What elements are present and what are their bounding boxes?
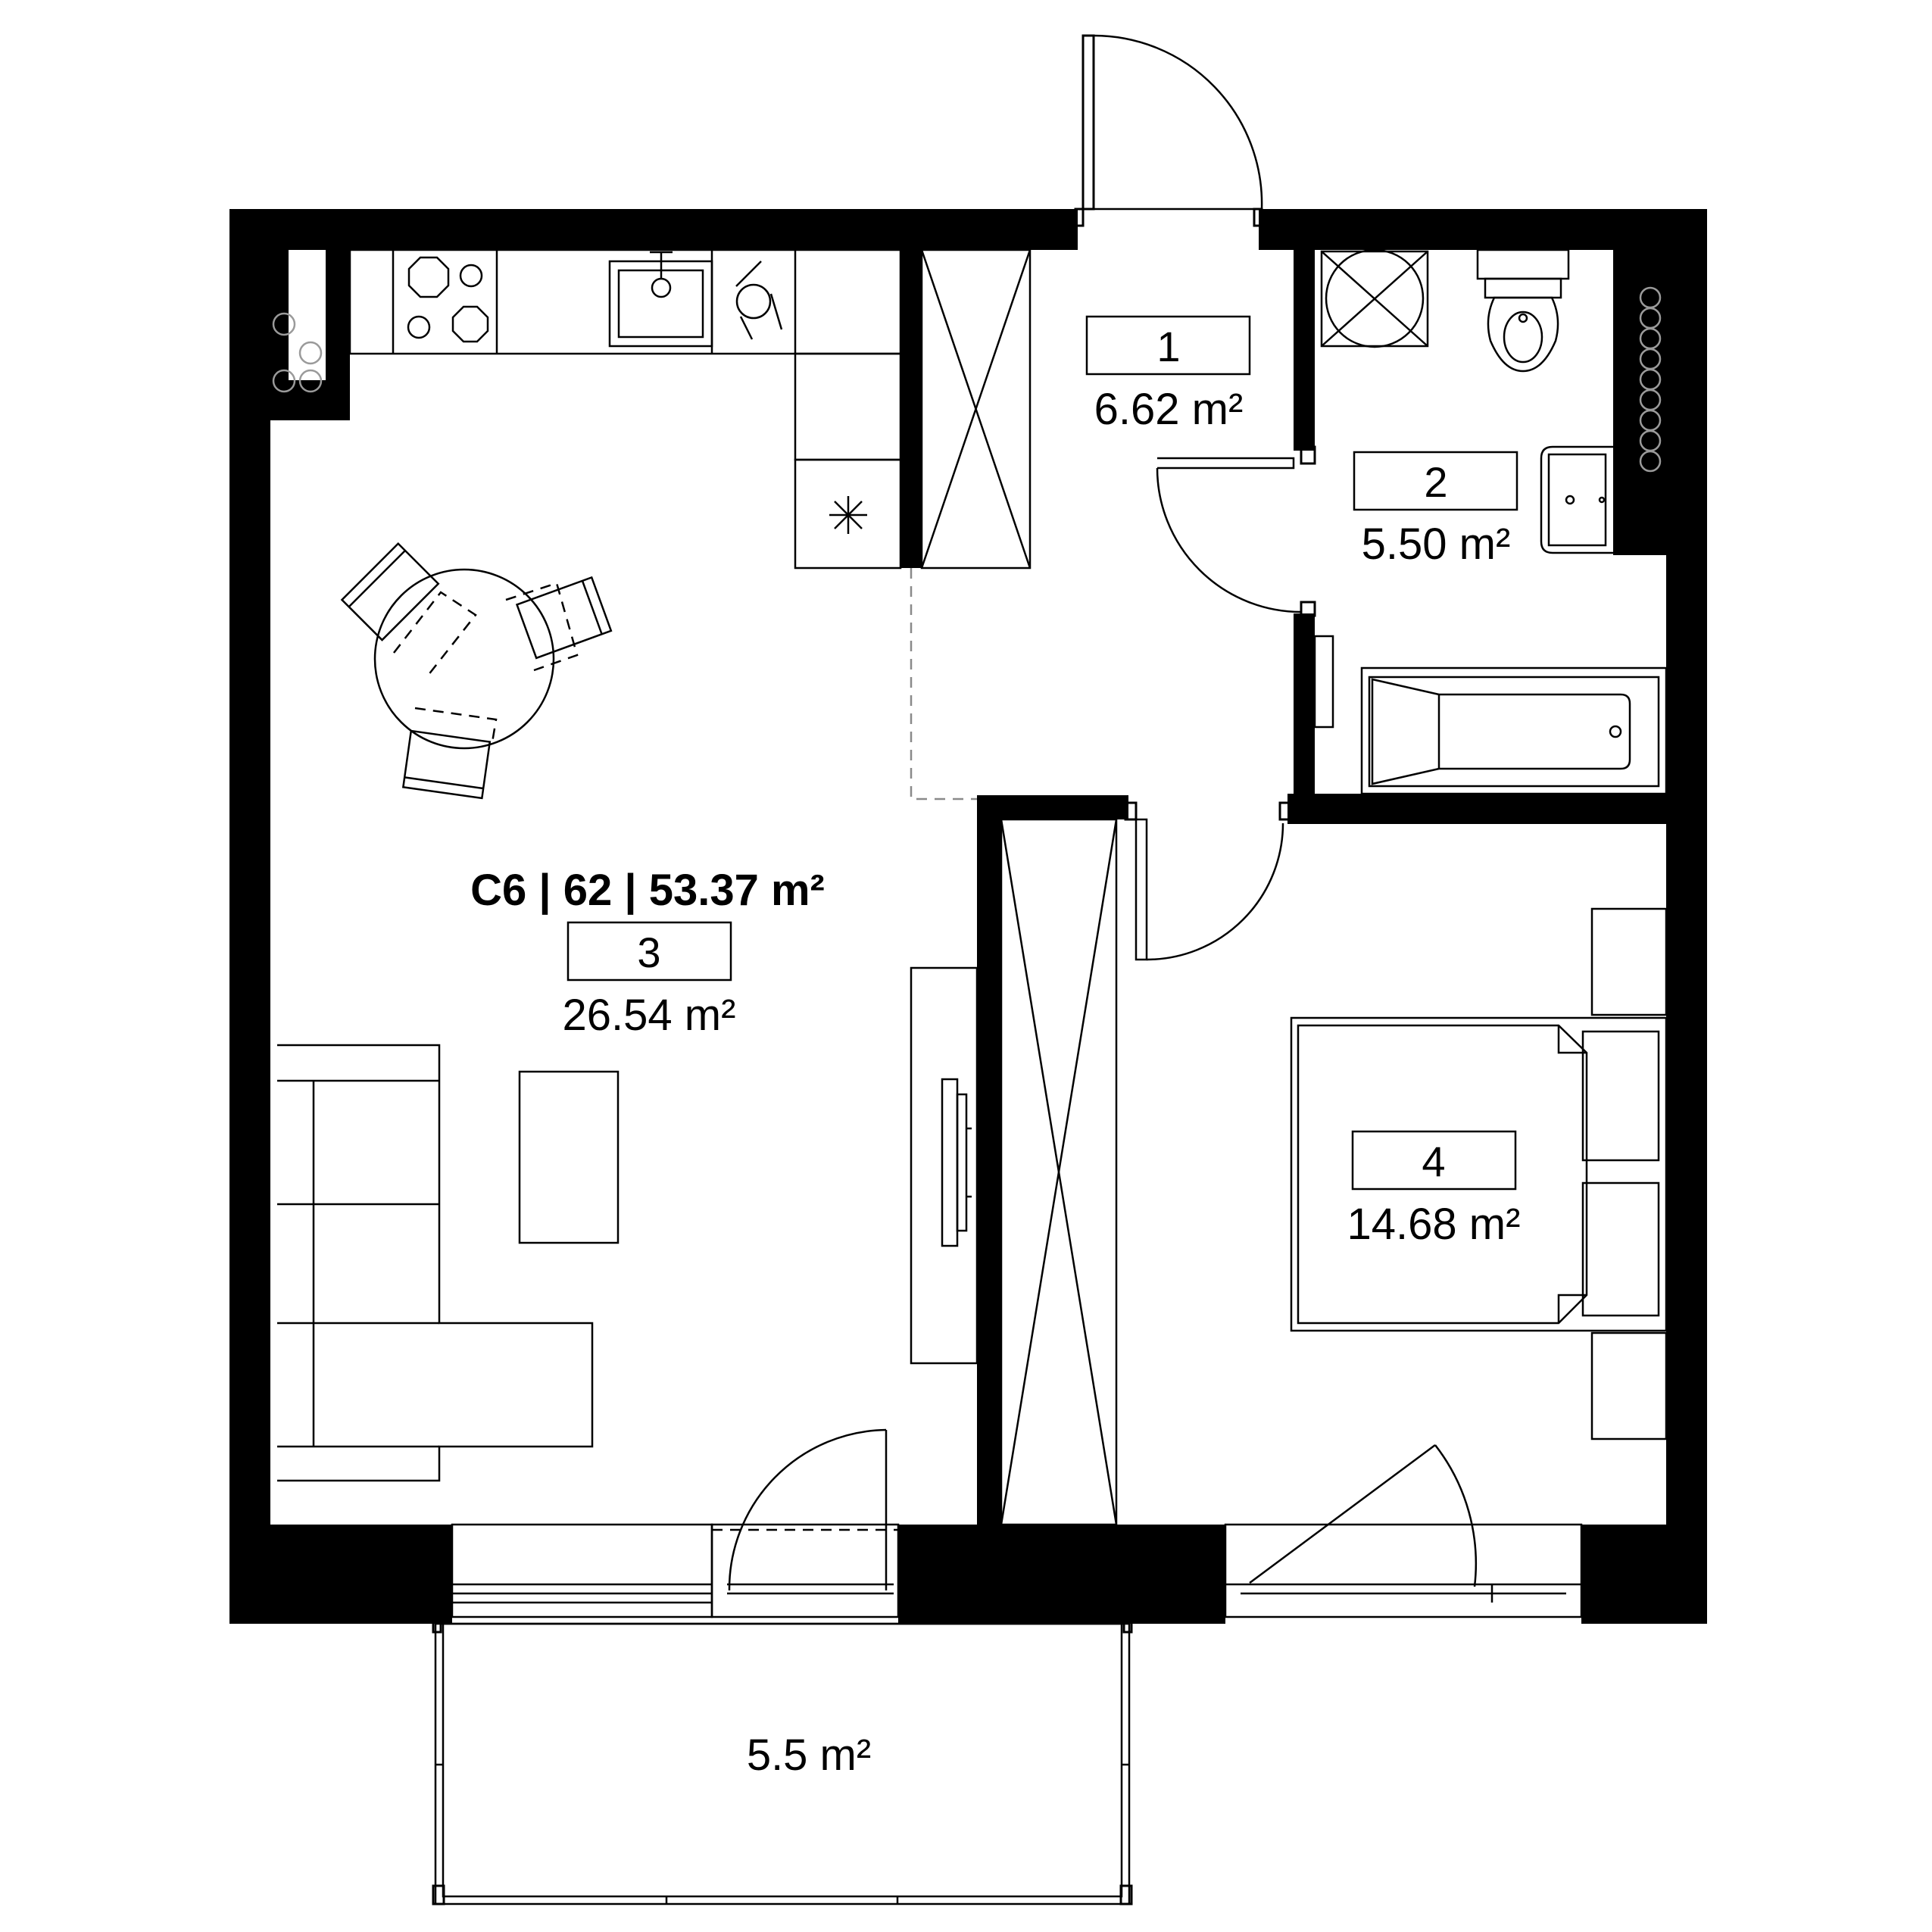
wardrobe-kitchen — [920, 248, 1032, 570]
sink-icon — [608, 251, 713, 348]
bedroom-door[interactable] — [1124, 801, 1292, 961]
room-number: 1 — [1156, 323, 1180, 370]
shelf-icon — [272, 312, 323, 393]
apartment-summary: C6 | 62 | 53.37 m² — [470, 866, 825, 915]
bathroom — [1313, 248, 1668, 795]
room-area: 26.54 m² — [563, 991, 736, 1040]
toilet-icon — [1476, 248, 1570, 373]
room-number: 3 — [637, 929, 660, 976]
interior-walls — [270, 250, 1707, 1530]
room-area: 5.50 m² — [1362, 520, 1511, 569]
bathroom-door[interactable] — [1156, 445, 1316, 617]
room-label-1: 1 6.62 m² — [1085, 315, 1251, 434]
window-living — [451, 1523, 713, 1618]
fridge-icon — [829, 496, 867, 534]
room-area: 14.68 m² — [1347, 1200, 1521, 1249]
dishwasher-icon — [735, 261, 783, 340]
room-label-4: 4 14.68 m² — [1347, 1130, 1521, 1249]
coffee-table — [518, 1070, 620, 1244]
exterior-walls — [229, 209, 1707, 1624]
balcony — [432, 1614, 1133, 1905]
washer-icon — [1320, 248, 1429, 348]
towel-rail — [1313, 635, 1334, 729]
stove-icon — [407, 256, 489, 343]
entrance-door[interactable] — [1074, 34, 1263, 227]
balcony-area: 5.5 m² — [747, 1731, 871, 1780]
room-label-3: C6 | 62 | 53.37 m² 3 26.54 m² — [470, 866, 825, 1040]
washbasin-icon — [1540, 445, 1613, 554]
bathtub-icon — [1360, 666, 1668, 795]
hidden-line — [910, 568, 977, 801]
wardrobe-hall — [1000, 818, 1118, 1526]
bedroom — [1290, 907, 1668, 1440]
bed — [1290, 1016, 1668, 1332]
room-number: 2 — [1424, 458, 1447, 506]
dining-set — [340, 542, 613, 800]
room-area: 6.62 m² — [1094, 385, 1244, 434]
sofa — [277, 1044, 594, 1482]
room-number: 4 — [1422, 1138, 1445, 1185]
tv-unit — [910, 966, 978, 1365]
kitchen — [272, 248, 902, 570]
balcony-door[interactable] — [710, 1428, 900, 1618]
window-bedroom[interactable] — [1224, 1444, 1583, 1618]
room-label-2: 2 5.50 m² — [1353, 451, 1518, 569]
radiator-icon — [1633, 248, 1668, 535]
